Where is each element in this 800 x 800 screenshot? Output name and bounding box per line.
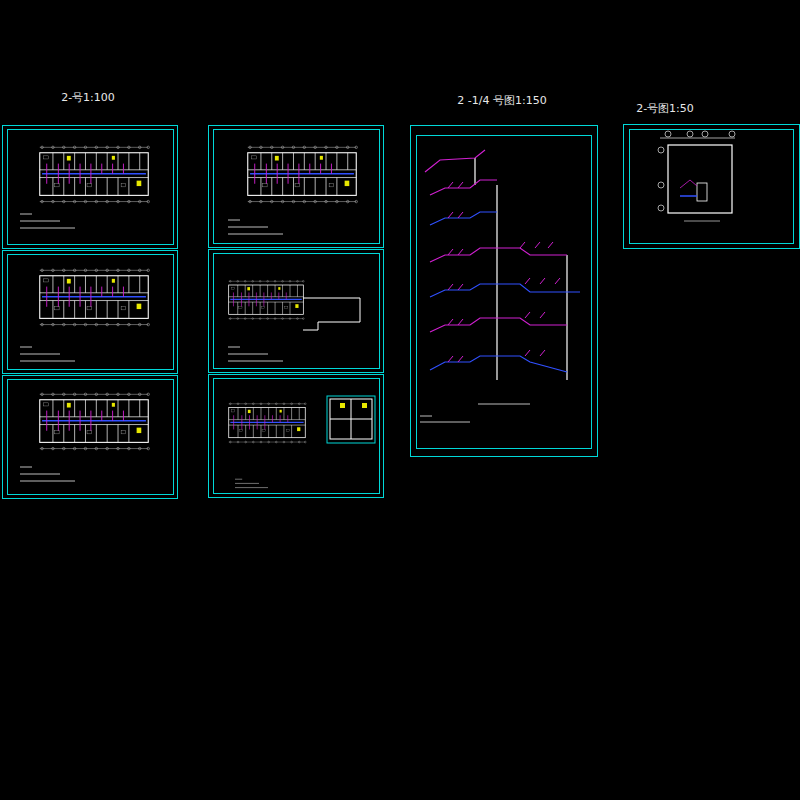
sheet-scale-label: 2-号图1:50 [634,102,696,115]
floor-plans [20,146,357,488]
sheet-scale-label: 2-号1:100 [59,91,117,104]
plan-extras [303,298,372,439]
riser-diagram [425,150,580,380]
sheet-frames [3,125,800,499]
riser-notes [420,404,530,422]
detail-plan [658,131,735,221]
sheet-scale-label: 2 -1/4 号图1:150 [455,94,548,107]
